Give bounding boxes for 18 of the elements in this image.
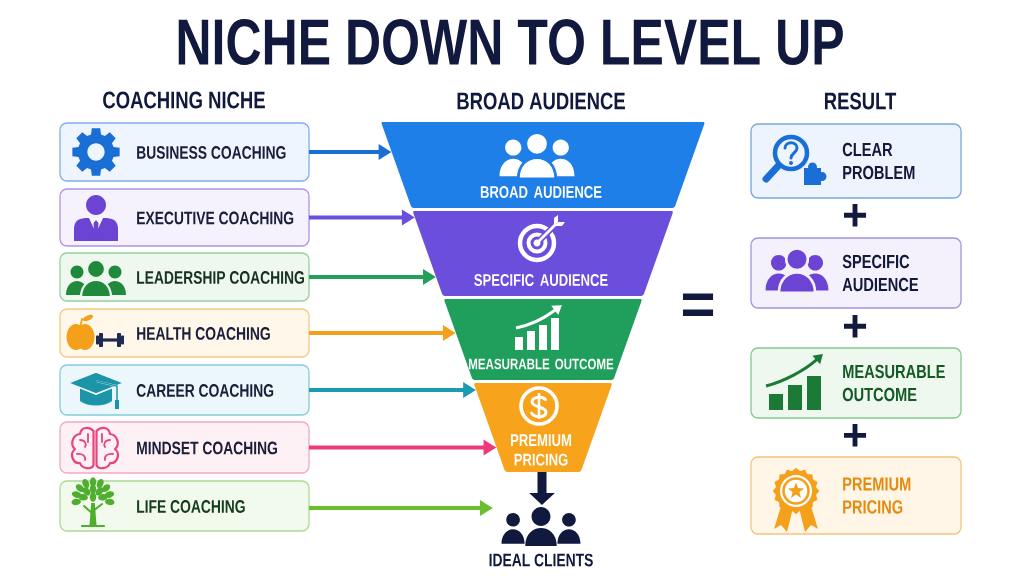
plus-sign: + (844, 204, 867, 227)
node-label: IDEAL CLIENTS (489, 553, 593, 567)
niche-box: CAREER COACHING (59, 364, 310, 416)
plus-sign: + (844, 424, 867, 447)
funnel-band: PREMIUM PRICING (474, 383, 612, 472)
niche-box: EXECUTIVE COACHING (59, 188, 310, 247)
niche-box: LIFE COACHING (59, 480, 310, 532)
plus-sign: + (844, 315, 867, 338)
funnel-band: SPECIFIC AUDIENCE (413, 211, 673, 296)
result-box: MEASURABLE OUTCOME (750, 347, 962, 419)
equals-sign: = (683, 293, 714, 317)
title: NICHE DOWN TO LEVEL UP (178, 19, 843, 65)
niche-box: BUSINESS COACHING (59, 122, 310, 182)
niche-box: HEALTH COACHING (59, 308, 310, 358)
funnel-band: BROAD AUDIENCE (381, 122, 705, 208)
funnel-band: MEASURABLE OUTCOME (444, 299, 642, 380)
niche-box: MINDSET COACHING (59, 421, 310, 474)
result-box: CLEAR PROBLEM (750, 123, 962, 199)
